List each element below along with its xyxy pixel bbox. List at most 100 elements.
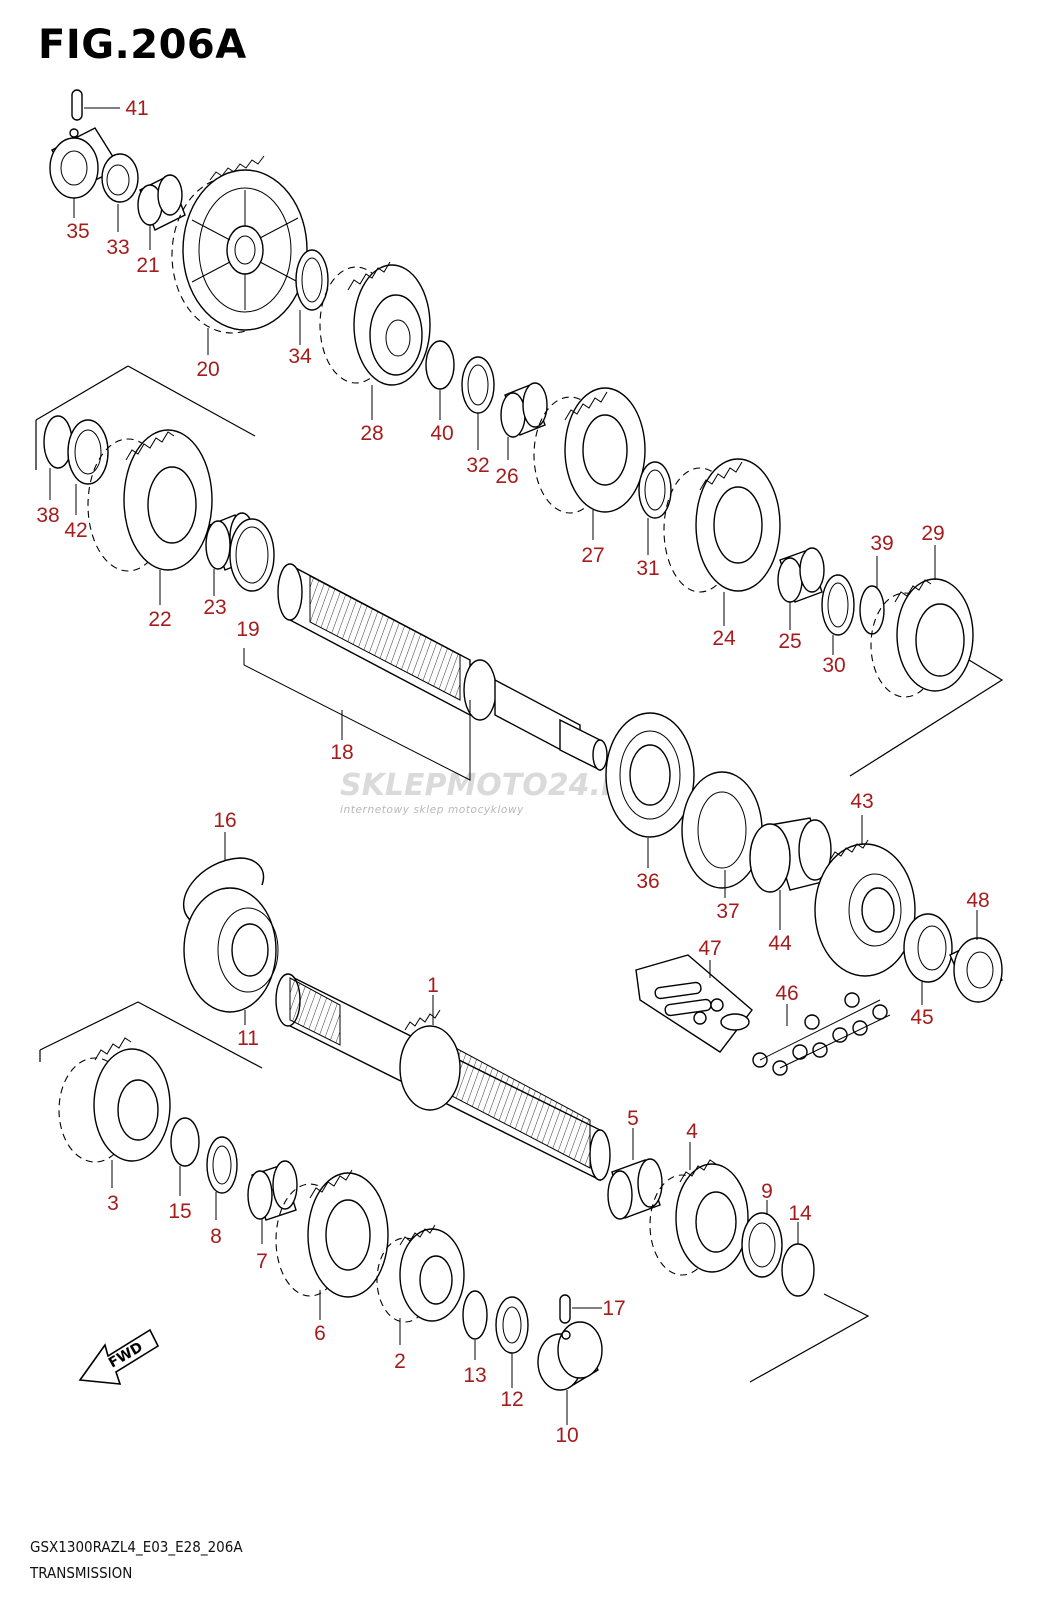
callout-10[interactable]: 10 <box>555 1424 578 1447</box>
callout-13[interactable]: 13 <box>463 1364 486 1387</box>
callout-7[interactable]: 7 <box>256 1250 268 1273</box>
part-2-gear[interactable] <box>376 1224 465 1345</box>
callout-35[interactable]: 35 <box>66 220 89 243</box>
callout-9[interactable]: 9 <box>761 1180 773 1203</box>
callout-20[interactable]: 20 <box>196 358 219 381</box>
callout-21[interactable]: 21 <box>136 254 159 277</box>
part-30-washer[interactable] <box>821 574 855 655</box>
callout-22[interactable]: 22 <box>148 608 171 631</box>
part-24-gear[interactable] <box>663 458 781 626</box>
callout-11[interactable]: 11 <box>237 1027 259 1050</box>
part-7-needle-bearing[interactable] <box>247 1160 298 1244</box>
callout-47[interactable]: 47 <box>698 937 721 960</box>
callout-45[interactable]: 45 <box>910 1006 933 1029</box>
callout-18[interactable]: 18 <box>330 741 353 764</box>
callout-26[interactable]: 26 <box>495 465 518 488</box>
callout-30[interactable]: 30 <box>822 654 845 677</box>
part-32-washer[interactable] <box>461 356 495 450</box>
part-39-circlip[interactable] <box>859 556 885 635</box>
part-19-ring[interactable] <box>229 518 275 660</box>
part-5-bushing[interactable] <box>607 1128 663 1220</box>
callout-39[interactable]: 39 <box>870 532 893 555</box>
callout-6[interactable]: 6 <box>314 1322 326 1345</box>
callout-28[interactable]: 28 <box>360 422 383 445</box>
callout-5[interactable]: 5 <box>627 1107 639 1130</box>
frame-lower-right <box>749 1293 870 1383</box>
part-8-washer[interactable] <box>206 1136 238 1220</box>
part-22-gear[interactable] <box>87 429 213 605</box>
part-3-gear[interactable] <box>58 1037 171 1188</box>
callout-8[interactable]: 8 <box>210 1225 222 1248</box>
callout-34[interactable]: 34 <box>288 345 312 368</box>
part-1-driveshaft[interactable] <box>275 973 611 1182</box>
part-26-needle-bearing[interactable] <box>500 382 548 460</box>
callout-29[interactable]: 29 <box>921 522 944 545</box>
callout-16[interactable]: 16 <box>213 809 236 832</box>
part-45-washer[interactable] <box>903 913 953 1005</box>
callout-4[interactable]: 4 <box>686 1120 698 1143</box>
callout-43[interactable]: 43 <box>850 790 873 813</box>
callout-1[interactable]: 1 <box>427 974 439 997</box>
part-46-drive-chain[interactable] <box>752 992 891 1076</box>
watermark-sub: internetowy sklep motocyklowy <box>340 804 524 816</box>
part-6-gear[interactable] <box>275 1169 389 1320</box>
part-25-needle-bearing[interactable] <box>777 547 825 630</box>
callout-48[interactable]: 48 <box>966 889 989 912</box>
part-27-gear[interactable] <box>533 387 646 540</box>
callout-40[interactable]: 40 <box>430 422 453 445</box>
callout-42[interactable]: 42 <box>64 519 87 542</box>
part-21-bushing[interactable] <box>137 174 186 250</box>
callout-36[interactable]: 36 <box>636 870 659 893</box>
part-18-countershaft[interactable] <box>243 563 608 781</box>
part-43-engine-sprocket[interactable] <box>814 815 916 977</box>
part-34-washer[interactable] <box>295 249 329 345</box>
part-13-circlip[interactable] <box>462 1290 488 1360</box>
part-33-washer[interactable] <box>101 153 139 232</box>
part-47-chain-joint-kit[interactable] <box>635 954 753 1053</box>
callout-46[interactable]: 46 <box>775 982 798 1005</box>
callout-14[interactable]: 14 <box>788 1202 812 1225</box>
part-20-gear[interactable] <box>171 155 308 355</box>
callout-32[interactable]: 32 <box>466 454 489 477</box>
callout-3[interactable]: 3 <box>107 1192 119 1215</box>
part-14-circlip[interactable] <box>781 1222 815 1297</box>
part-15-circlip[interactable] <box>170 1117 200 1196</box>
callout-19[interactable]: 19 <box>236 618 259 641</box>
callout-12[interactable]: 12 <box>500 1388 523 1411</box>
figure-title: FIG.206A <box>38 22 247 68</box>
part-44-spacer[interactable] <box>749 817 832 930</box>
fwd-arrow-icon: FWD <box>78 1328 160 1385</box>
part-10-collar[interactable] <box>537 1321 603 1425</box>
part-40-circlip[interactable] <box>425 340 455 420</box>
callout-41[interactable]: 41 <box>125 97 148 120</box>
callout-33[interactable]: 33 <box>106 236 129 259</box>
part-12-seal[interactable] <box>495 1296 529 1388</box>
part-42-washer[interactable] <box>67 419 109 515</box>
callout-27[interactable]: 27 <box>581 544 604 567</box>
part-11-bearing[interactable] <box>183 887 279 1025</box>
model-code: GSX1300RAZL4_E03_E28_206A <box>30 1538 243 1556</box>
callout-24[interactable]: 24 <box>712 627 736 650</box>
callout-23[interactable]: 23 <box>203 596 226 619</box>
callout-2[interactable]: 2 <box>394 1350 406 1373</box>
part-17-pin[interactable] <box>559 1294 602 1324</box>
frame-upper-left <box>35 365 129 421</box>
part-37-oil-seal[interactable] <box>681 771 763 898</box>
part-28-gear[interactable] <box>319 261 431 420</box>
part-31-washer[interactable] <box>638 461 672 555</box>
callout-37[interactable]: 37 <box>716 900 739 923</box>
callout-25[interactable]: 25 <box>778 630 801 653</box>
part-48-nut[interactable] <box>949 910 1003 1003</box>
callout-38[interactable]: 38 <box>36 504 59 527</box>
callout-31[interactable]: 31 <box>636 557 659 580</box>
part-4-gear[interactable] <box>649 1142 749 1276</box>
part-29-gear[interactable] <box>870 545 974 698</box>
part-41-pin[interactable] <box>71 89 120 121</box>
callout-17[interactable]: 17 <box>602 1297 625 1320</box>
part-9-washer[interactable] <box>741 1200 783 1278</box>
callout-15[interactable]: 15 <box>168 1200 191 1223</box>
part-36-bearing[interactable] <box>605 712 695 868</box>
callout-44[interactable]: 44 <box>768 932 792 955</box>
